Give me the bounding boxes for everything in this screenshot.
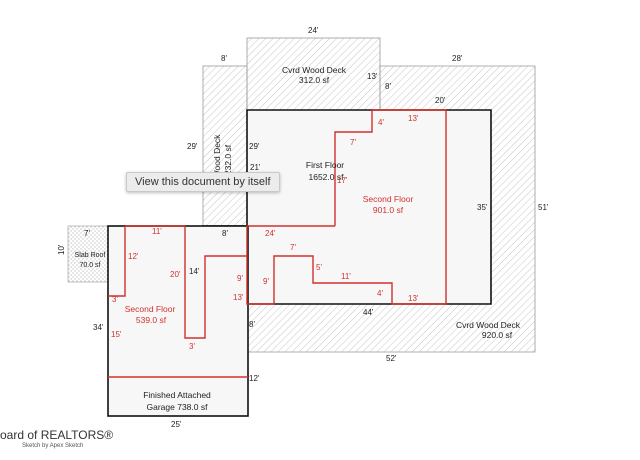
- dim-label-red: 17': [337, 176, 348, 185]
- dim-label: 7': [84, 229, 90, 238]
- dim-label: 44': [363, 308, 374, 317]
- dim-label: 29': [187, 142, 198, 151]
- dim-label-red: 9': [263, 277, 269, 286]
- cvrd-right-sf: 920.0 sf: [482, 330, 513, 340]
- dim-label: 8': [221, 54, 227, 63]
- dim-label-red: 20': [170, 270, 181, 279]
- cvrd-top-name: Cvrd Wood Deck: [282, 65, 347, 75]
- dim-label: 12': [249, 374, 260, 383]
- dim-label-red: 3': [189, 342, 195, 351]
- sketch-credit: Sketch by Apex Sketch: [22, 443, 84, 449]
- dim-label: 25': [171, 420, 182, 429]
- garage-outline: [107, 225, 249, 417]
- view-document-tooltip[interactable]: View this document by itself: [126, 172, 280, 192]
- cvrd-deck-left: [202, 65, 248, 227]
- dim-label: 13': [367, 72, 378, 81]
- second-floor-right-outline: [246, 109, 447, 305]
- dim-label-red: 9': [237, 274, 243, 283]
- slab-roof-area: [67, 225, 109, 283]
- cvrd-top-sf: 312.0 sf: [299, 75, 330, 85]
- dim-label: 35': [477, 203, 488, 212]
- dim-label-red: 4': [377, 289, 383, 298]
- garage-name: Finished Attached: [143, 390, 211, 400]
- first-floor-name: First Floor: [306, 160, 344, 170]
- dim-label: 51': [538, 203, 549, 212]
- dim-label-red: 13': [408, 294, 419, 303]
- cvrd-right-name: Cvrd Wood Deck: [456, 320, 521, 330]
- dim-label-red: 13': [233, 293, 244, 302]
- dim-label: 34': [93, 323, 104, 332]
- dim-label-red: 13': [408, 114, 419, 123]
- cvrd-left-name: d Wood Deck: [212, 134, 222, 186]
- second-floor-left-name: Second Floor: [125, 304, 176, 314]
- cvrd-deck-top: [246, 37, 381, 111]
- dim-label: 10': [57, 244, 66, 255]
- garage-sf: Garage 738.0 sf: [147, 402, 209, 412]
- dim-label-red: 5': [316, 263, 322, 272]
- first-floor-sf: 1652.0 sf: [309, 172, 345, 182]
- dim-label-red: 11': [341, 272, 351, 281]
- dim-label-red: 11': [152, 227, 162, 236]
- dim-label-red: 15': [111, 330, 122, 339]
- second-floor-right-name: Second Floor: [363, 194, 414, 204]
- second-floor-left-outline-b: [108, 226, 126, 297]
- dim-label: 8': [385, 82, 391, 91]
- second-floor-right-sf: 901.0 sf: [373, 205, 404, 215]
- second-floor-left-sf: 539.0 sf: [136, 315, 167, 325]
- dim-label: 8': [249, 320, 255, 329]
- dim-label: 21': [250, 163, 261, 172]
- dim-label: 24': [308, 26, 319, 35]
- dim-label-red: 24': [265, 229, 276, 238]
- dim-label: 8': [222, 229, 228, 238]
- slab-sf: 70.0 sf: [79, 262, 100, 269]
- copyright-footer: oard of REALTORS®: [0, 428, 114, 442]
- dim-label-red: 7': [290, 243, 296, 252]
- cvrd-left-sf: 232.0 sf: [223, 144, 233, 175]
- dim-label-red: 4': [378, 118, 384, 127]
- dim-label: 29': [249, 142, 260, 151]
- dim-label-red: 3': [112, 295, 118, 304]
- dim-label: 28': [452, 54, 463, 63]
- dim-label: 52': [386, 354, 397, 363]
- slab-name: Slab Roof: [75, 252, 106, 259]
- dim-label-red: 7': [350, 138, 356, 147]
- second-floor-left-outline: [125, 225, 247, 339]
- dim-label: 14': [189, 267, 200, 276]
- dim-label-red: 12': [128, 252, 139, 261]
- dim-label: 20': [435, 96, 446, 105]
